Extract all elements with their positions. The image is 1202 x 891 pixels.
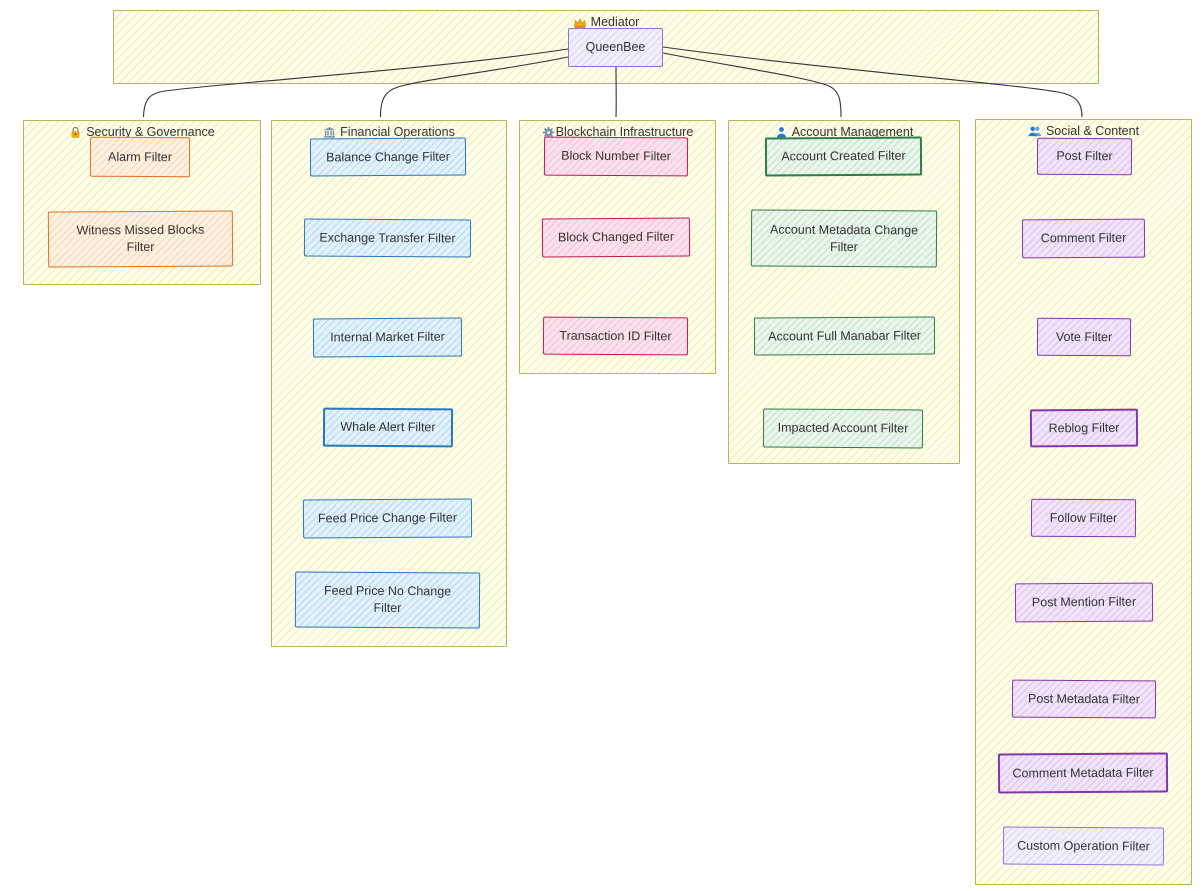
node-internal-market-filter: Internal Market Filter — [312, 317, 463, 358]
node-label: Transaction ID Filter — [559, 328, 672, 343]
node-account-created-filter: Account Created Filter — [764, 136, 923, 177]
node-label: Block Number Filter — [561, 148, 671, 164]
node-label: Vote Filter — [1055, 329, 1113, 344]
node-feed-price-change-filter: Feed Price Change Filter — [302, 498, 473, 539]
crown-icon — [573, 16, 587, 30]
cluster-title-label: Mediator — [590, 15, 640, 29]
person-icon — [775, 126, 788, 139]
node-label: Feed Price No Change Filter — [323, 583, 452, 616]
node-label: QueenBee — [585, 40, 646, 54]
node-feed-price-no-change-filter: Feed Price No Change Filter — [294, 571, 481, 629]
node-whale-alert-filter: Whale Alert Filter — [322, 407, 454, 448]
node-block-changed-filter: Block Changed Filter — [541, 217, 691, 258]
node-account-full-manabar-filter: Account Full Manabar Filter — [753, 316, 936, 356]
node-comment-metadata-filter: Comment Metadata Filter — [997, 752, 1169, 794]
node-custom-operation-filter: Custom Operation Filter — [1002, 826, 1165, 866]
node-label: Feed Price Change Filter — [317, 510, 458, 526]
node-follow-filter: Follow Filter — [1030, 498, 1137, 538]
node-account-metadata-change-filter: Account Metadata Change Filter — [750, 209, 938, 268]
node-label: Post Metadata Filter — [1028, 691, 1140, 706]
node-label: Alarm Filter — [108, 149, 172, 164]
node-reblog-filter: Reblog Filter — [1029, 408, 1139, 448]
cluster-blockchain-title: Blockchain Infrastructure — [520, 125, 715, 140]
bank-icon — [323, 126, 336, 139]
node-transaction-id-filter: Transaction ID Filter — [542, 316, 689, 356]
cluster-financial-operations: Financial Operations — [271, 120, 507, 647]
node-label: Comment Metadata Filter — [1012, 765, 1154, 780]
cluster-title-label: Account Management — [791, 125, 914, 139]
gear-icon — [542, 126, 555, 139]
node-witness-missed-blocks-filter: Witness Missed Blocks Filter — [47, 210, 234, 268]
cluster-security-title: Security & Governance — [24, 125, 260, 140]
node-label: Balance Change Filter — [326, 149, 450, 164]
node-label: Whale Alert Filter — [340, 419, 436, 435]
node-exchange-transfer-filter: Exchange Transfer Filter — [303, 218, 472, 258]
node-label: Reblog Filter — [1048, 420, 1120, 435]
node-post-metadata-filter: Post Metadata Filter — [1011, 679, 1157, 719]
cluster-account-title: Account Management — [729, 125, 959, 140]
cluster-financial-title: Financial Operations — [272, 125, 506, 140]
cluster-title-label: Security & Governance — [86, 125, 215, 139]
node-label: Custom Operation Filter — [1017, 838, 1150, 853]
node-label: Account Metadata Change Filter — [769, 222, 919, 254]
node-label: Block Changed Filter — [557, 229, 675, 245]
node-vote-filter: Vote Filter — [1036, 317, 1132, 357]
node-label: Account Full Manabar Filter — [768, 328, 921, 343]
cluster-title-label: Financial Operations — [340, 125, 455, 139]
cluster-mediator-title: Mediator — [114, 15, 1098, 30]
node-label: Impacted Account Filter — [777, 420, 909, 436]
people-icon — [1028, 125, 1042, 138]
node-label: Comment Filter — [1040, 230, 1127, 246]
node-post-filter: Post Filter — [1036, 137, 1133, 176]
node-alarm-filter: Alarm Filter — [89, 136, 191, 178]
cluster-title-label: Blockchain Infrastructure — [555, 125, 694, 139]
cluster-social-title: Social & Content — [976, 124, 1191, 139]
node-label: Account Created Filter — [781, 148, 906, 164]
node-balance-change-filter: Balance Change Filter — [309, 137, 467, 177]
node-label: Exchange Transfer Filter — [319, 230, 456, 245]
node-impacted-account-filter: Impacted Account Filter — [762, 408, 924, 449]
node-comment-filter: Comment Filter — [1021, 218, 1146, 259]
cluster-title-label: Social & Content — [1045, 124, 1140, 138]
node-post-mention-filter: Post Mention Filter — [1014, 582, 1154, 623]
node-block-number-filter: Block Number Filter — [543, 136, 689, 177]
node-label: Witness Missed Blocks Filter — [76, 222, 205, 255]
node-queenbee: QueenBee — [568, 28, 663, 67]
node-label: Post Filter — [1056, 148, 1113, 164]
cluster-account-management: Account Management — [728, 120, 960, 464]
node-label: Internal Market Filter — [330, 329, 445, 345]
node-label: Follow Filter — [1049, 510, 1118, 525]
lock-icon — [69, 126, 82, 139]
node-label: Post Mention Filter — [1031, 594, 1137, 610]
